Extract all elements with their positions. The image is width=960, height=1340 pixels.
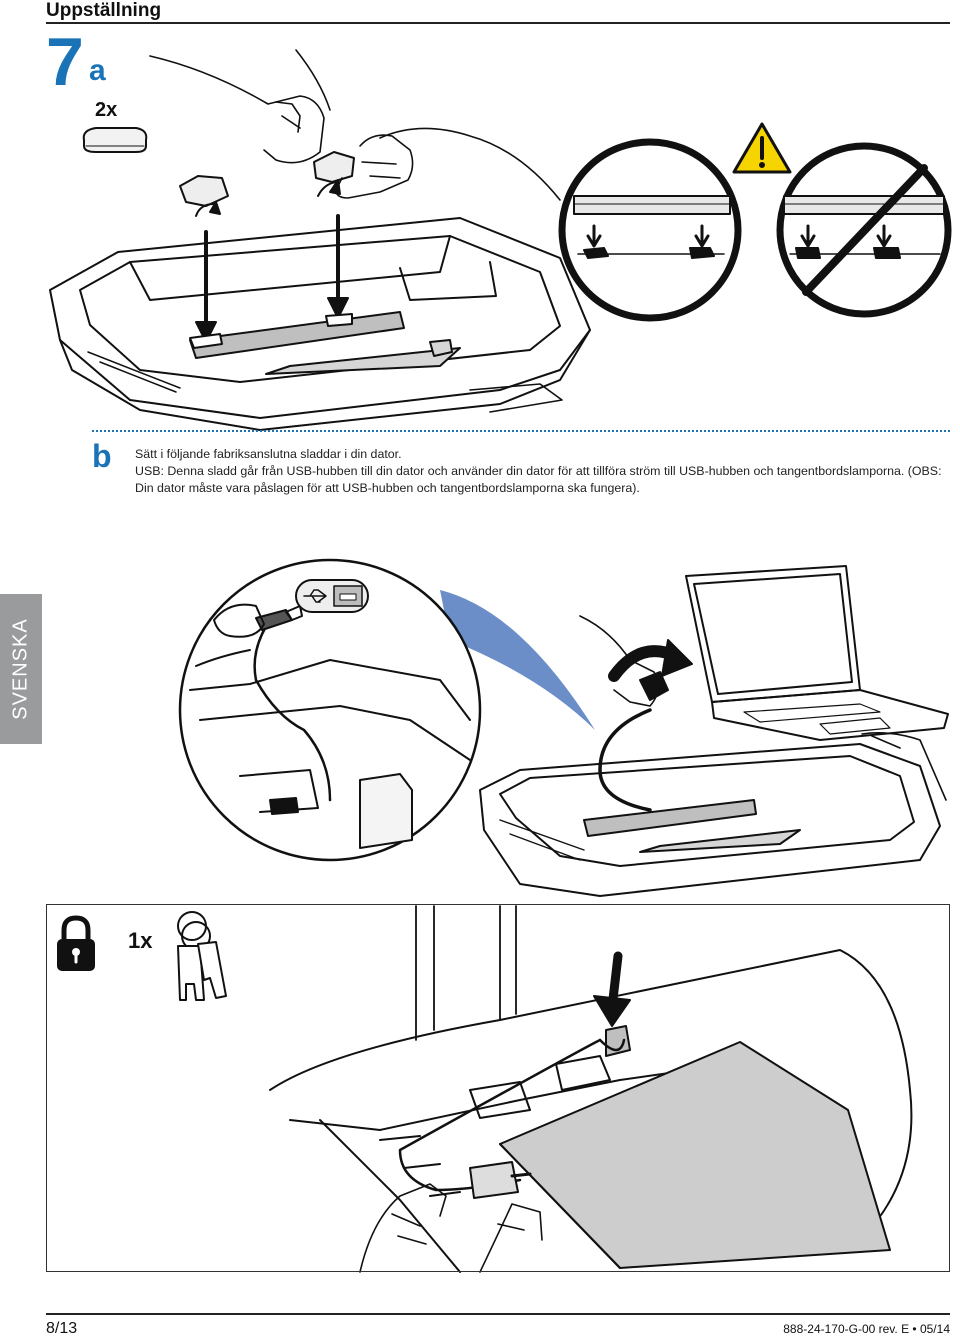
language-label: SVENSKA <box>9 618 32 720</box>
pad-peel-illustration <box>179 151 355 217</box>
arrow-icon <box>608 639 693 682</box>
hand-illustration <box>149 49 563 413</box>
drawer-tray-illustration <box>49 217 591 431</box>
document-code: 888-24-170-G-00 rev. E • 05/14 <box>783 1322 950 1336</box>
step-label-b: b <box>92 438 112 474</box>
correct-install-detail <box>558 138 742 322</box>
hand-illustration-c <box>359 1183 543 1273</box>
step-number: 7 <box>46 24 84 100</box>
usb-port-icon <box>333 585 363 607</box>
page-number: 8/13 <box>46 1320 78 1337</box>
section-divider <box>92 430 950 432</box>
page-title: Uppställning <box>46 0 162 21</box>
instruction-line-1: Sätt i följande fabriksanslutna sladdar … <box>135 447 402 461</box>
warning-icon <box>732 122 792 174</box>
arrow-icon <box>189 214 353 349</box>
instruction-text: Sätt i följande fabriksanslutna sladdar … <box>135 446 955 497</box>
arrow-icon <box>593 951 631 1027</box>
pad-quantity: 2x <box>95 99 118 121</box>
no-icon <box>776 142 952 318</box>
usb-cable <box>598 671 669 812</box>
key-icon <box>177 911 227 1001</box>
cart-lock-illustration <box>269 905 913 1273</box>
drawer-tray-illustration-b <box>479 743 941 897</box>
laptop-illustration <box>685 565 949 741</box>
usb-detail-magnifier <box>178 558 595 862</box>
step-label-a: a <box>89 54 106 87</box>
instruction-line-2: USB: Denna sladd går från USB-hubben til… <box>135 464 942 495</box>
header-rule <box>46 22 950 24</box>
lock-section-frame <box>46 904 950 1272</box>
lock-icon <box>57 915 95 971</box>
key-quantity: 1x <box>128 928 153 953</box>
pad-icon <box>82 127 148 153</box>
footer-rule <box>46 1313 950 1315</box>
hand-illustration-b <box>579 615 947 801</box>
language-tab: SVENSKA <box>0 594 42 744</box>
